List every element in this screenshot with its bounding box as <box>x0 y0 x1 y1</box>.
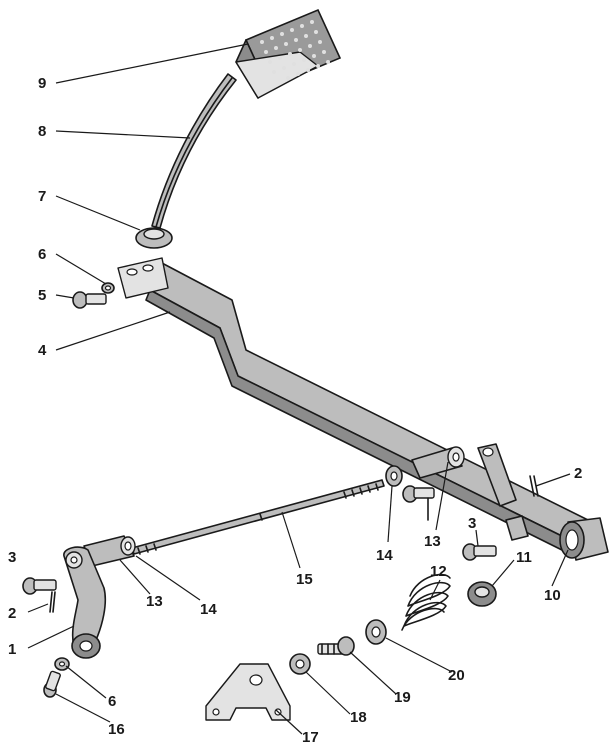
part-lower-crank <box>63 546 107 659</box>
part-fork-bolt <box>72 282 115 309</box>
part-arm-washer <box>135 227 173 249</box>
callout-5: 5 <box>38 287 46 304</box>
callout-17: 17 <box>302 729 319 746</box>
callout-16: 16 <box>108 721 125 738</box>
part-washer-20 <box>365 619 387 645</box>
part-clevis-pin <box>402 475 539 521</box>
callout-14-lower: 14 <box>200 601 217 618</box>
callout-4: 4 <box>38 342 47 359</box>
part-bracket-17 <box>205 663 291 721</box>
part-stud-19 <box>317 636 355 656</box>
callout-9: 9 <box>38 75 46 92</box>
callout-13-lower: 13 <box>146 593 163 610</box>
part-right-bolt <box>462 543 497 561</box>
callout-14-upper: 14 <box>376 547 393 564</box>
callout-2-left: 2 <box>8 605 16 622</box>
callout-6-bottom: 6 <box>108 693 116 710</box>
part-left-split-pin <box>49 591 56 613</box>
callout-3-right: 3 <box>468 515 476 532</box>
part-main-lever <box>117 257 589 557</box>
part-left-bolt <box>22 577 57 595</box>
part-pivot-tube <box>559 517 609 561</box>
part-threaded-rod <box>131 479 385 555</box>
part-lower-clevis <box>83 535 136 567</box>
part-lower-bolt <box>43 657 70 698</box>
callout-10: 10 <box>544 587 561 604</box>
callout-6-top: 6 <box>38 246 46 263</box>
part-upper-clevis <box>411 446 465 479</box>
callout-11: 11 <box>516 549 532 566</box>
callout-15: 15 <box>296 571 313 588</box>
part-pedal-arm <box>151 73 237 229</box>
part-pedal-pad <box>235 8 342 99</box>
callout-13-upper: 13 <box>424 533 441 550</box>
callout-3-left: 3 <box>8 549 16 566</box>
part-nut-18 <box>289 653 311 675</box>
callout-19: 19 <box>394 689 411 706</box>
callout-18: 18 <box>350 709 367 726</box>
callout-labels: 9 8 7 6 5 4 2 3 13 14 11 12 15 10 14 13 … <box>8 75 582 746</box>
callout-12: 12 <box>430 563 447 580</box>
callout-7: 7 <box>38 188 46 205</box>
callout-20: 20 <box>448 667 465 684</box>
callout-1: 1 <box>8 641 16 658</box>
part-spring <box>401 573 451 631</box>
part-upper-nut <box>385 465 403 487</box>
leader-lines <box>27 43 571 735</box>
callout-8: 8 <box>38 123 46 140</box>
callout-2-right: 2 <box>574 465 582 482</box>
part-nut-11 <box>467 581 497 607</box>
